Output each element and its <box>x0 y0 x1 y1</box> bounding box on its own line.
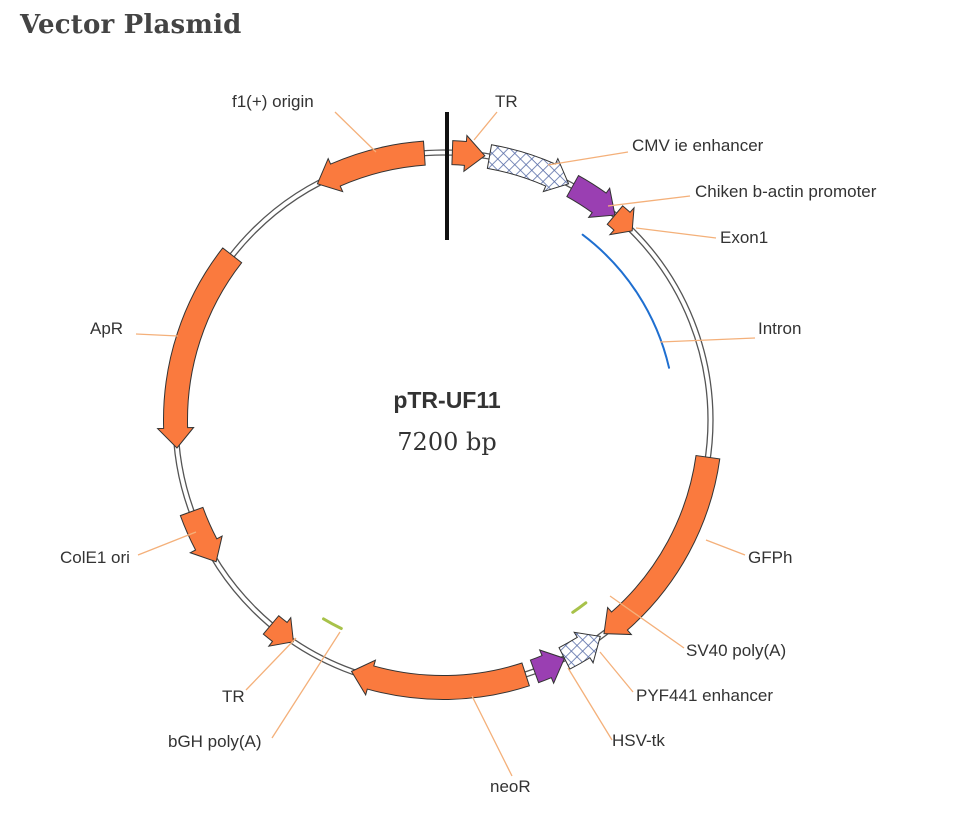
label-intron: Intron <box>758 319 801 338</box>
label-exon1: Exon1 <box>720 228 768 247</box>
leader-sv40-polya <box>609 595 685 649</box>
leader-bgh-polya <box>271 631 341 739</box>
leader-gfph <box>705 539 746 556</box>
exon1-arrow <box>606 205 635 236</box>
bgh-polya-line <box>322 617 343 631</box>
label-cole1-ori: ColE1 ori <box>60 548 130 567</box>
leader-lines <box>135 111 756 777</box>
hsv-tk-arrow <box>529 649 566 685</box>
chiken-b-actin-promoter-arrow <box>566 174 616 219</box>
label-tr-bottom: TR <box>222 687 245 706</box>
leader-tr-top <box>473 111 498 141</box>
leader-f1-origin <box>334 111 377 153</box>
cmv-ie-enhancer-arrow <box>486 144 570 193</box>
leader-apr <box>135 333 179 337</box>
leader-tr-bottom <box>245 637 297 691</box>
leader-neor <box>471 695 513 777</box>
cole1-ori-arrow <box>179 506 223 563</box>
label-f1-origin: f1(+) origin <box>232 92 314 111</box>
sv40-polya-line <box>571 601 588 614</box>
intron-line <box>581 233 671 369</box>
label-hsv-tk: HSV-tk <box>612 731 665 750</box>
feature-shapes <box>156 134 721 700</box>
neor-arrow <box>350 659 531 700</box>
label-apr: ApR <box>90 319 123 338</box>
leader-intron <box>659 337 756 343</box>
label-cmv-ie-enhancer: CMV ie enhancer <box>632 136 764 155</box>
apr-arrow <box>156 247 243 449</box>
tr-top-arrow <box>451 134 486 173</box>
leader-pyf441-enhancer <box>599 651 634 693</box>
label-tr-top: TR <box>495 92 518 111</box>
label-chiken-b-actin-promoter: Chiken b-actin promoter <box>695 182 877 201</box>
label-gfph: GFPh <box>748 548 792 567</box>
leader-chiken-b-actin-promoter <box>607 195 691 207</box>
label-pyf441-enhancer: PYF441 enhancer <box>636 686 773 705</box>
tr-bottom-arrow <box>262 615 294 647</box>
leader-hsv-tk <box>567 667 613 741</box>
leader-cole1-ori <box>137 531 197 556</box>
leader-exon1 <box>635 227 717 239</box>
gfph-arrow <box>603 454 721 636</box>
f1-origin-arrow <box>316 140 426 193</box>
pyf441-enhancer-arrow <box>558 631 601 670</box>
label-bgh-polya: bGH poly(A) <box>168 732 262 751</box>
page-title: Vector Plasmid <box>20 10 242 40</box>
plasmid-size: 7200 bp <box>397 428 496 456</box>
label-neor: neoR <box>490 777 531 796</box>
leader-cmv-ie-enhancer <box>547 151 629 166</box>
plasmid-name: pTR-UF11 <box>393 387 501 413</box>
label-sv40-polya: SV40 poly(A) <box>686 641 786 660</box>
